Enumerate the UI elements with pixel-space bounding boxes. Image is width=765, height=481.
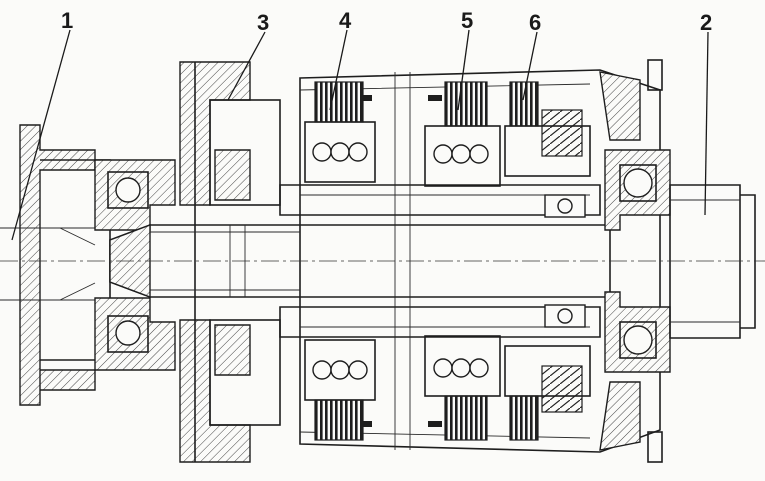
clutch-pack-6-upper [504,81,591,177]
callout-3: 3 [257,10,269,35]
clutch-pack-5-lower [424,335,501,441]
callout-2: 2 [700,10,712,35]
callout-4: 4 [339,8,352,33]
input-flange [0,124,111,406]
clutch-pack-4-lower [304,339,376,441]
leader-lines [11,29,709,241]
clutch-pack-5-upper [424,81,501,187]
left-bearing-housing [94,159,176,371]
callout-1: 1 [61,8,73,33]
callout-6: 6 [529,10,541,35]
front-housing-plate [179,61,281,463]
clutch-pack-4-upper [304,81,376,183]
right-bearing-housing [604,149,671,373]
output-flange [669,184,756,339]
clutch-pack-6-lower [504,345,591,441]
callout-5: 5 [461,8,473,33]
inner-hubs [279,184,601,338]
